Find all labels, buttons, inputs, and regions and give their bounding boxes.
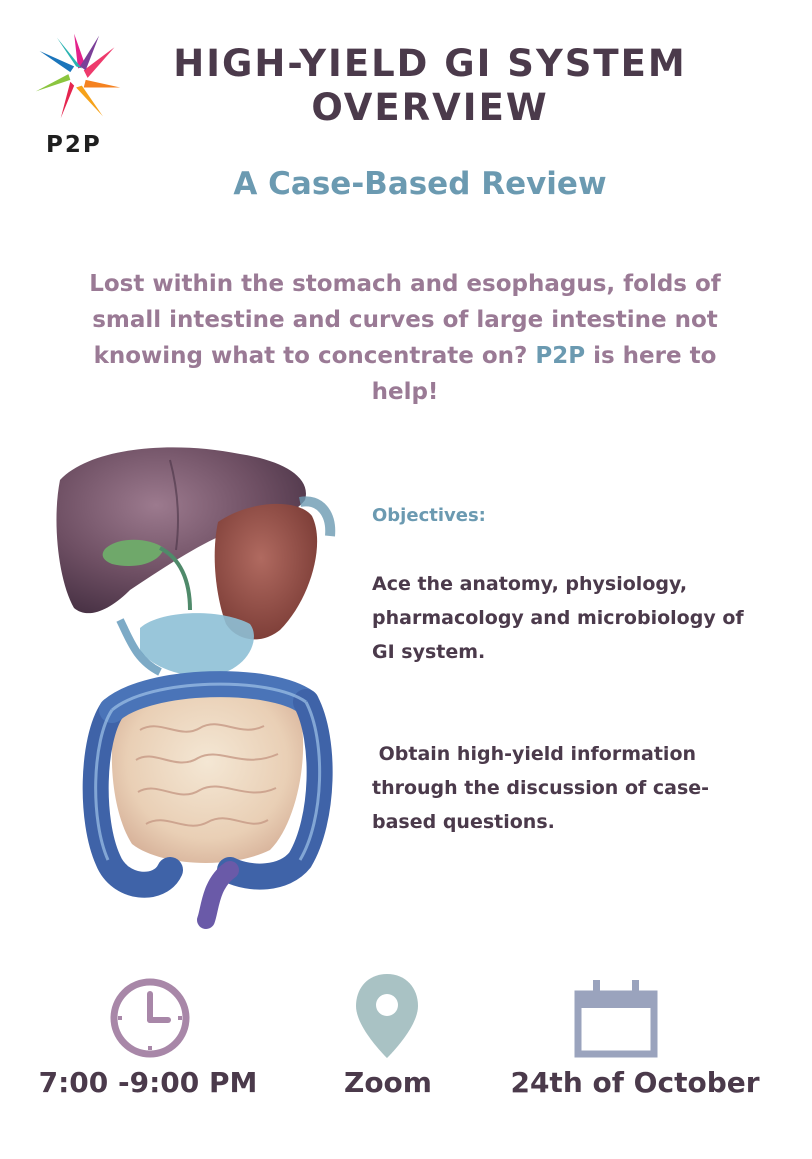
event-date: 24th of October	[510, 1066, 760, 1099]
page-subtitle: A Case-Based Review	[233, 166, 607, 202]
objective-item-1: Ace the anatomy, physiology, pharmacolog…	[372, 573, 744, 663]
intro-paragraph: Lost within the stomach and esophagus, f…	[60, 266, 750, 410]
location-pin-icon	[356, 974, 418, 1058]
calendar-icon	[574, 980, 658, 1058]
event-location: Zoom	[344, 1066, 432, 1099]
objectives-heading: Objectives:	[372, 505, 486, 526]
intro-accent: P2P	[535, 343, 586, 369]
logo-text: P2P	[46, 132, 102, 158]
clock-icon	[110, 978, 190, 1058]
intro-text-start: Lost within the stomach and esophagus, f…	[89, 271, 721, 369]
p2p-star-logo	[35, 33, 121, 119]
page-title: HIGH-YIELD GI SYSTEM OVERVIEW	[130, 42, 730, 130]
digestive-system-illustration	[56, 447, 336, 929]
title-line-2: OVERVIEW	[311, 86, 549, 129]
event-time: 7:00 -9:00 PM	[38, 1066, 258, 1099]
objective-item-2: Obtain high-yield information through th…	[372, 743, 710, 833]
title-line-1: HIGH-YIELD GI SYSTEM	[173, 42, 687, 85]
intro-text-end: is here to help!	[371, 343, 717, 405]
